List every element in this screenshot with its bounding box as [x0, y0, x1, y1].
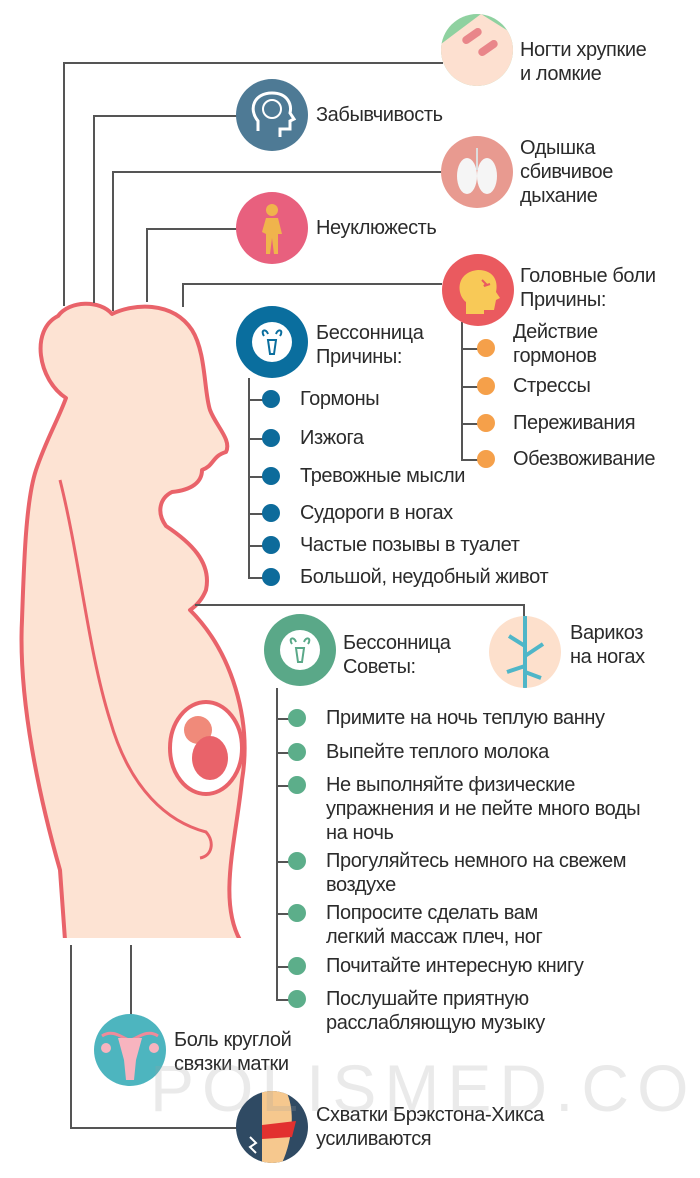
forgetfulness-label: Забывчивость [316, 104, 443, 126]
person-icon [236, 192, 308, 264]
bullet [477, 377, 495, 395]
bullet [477, 414, 495, 432]
varicose-veins-icon [489, 616, 561, 688]
insomnia-cause: Частые позывы в туалет [300, 534, 520, 556]
bullet [262, 429, 280, 447]
bullet [262, 390, 280, 408]
sheep-icon-tips [264, 614, 336, 686]
insomnia-cause: Большой, неудобный живот [300, 566, 549, 588]
bullet [288, 776, 306, 794]
uterus-icon [94, 1014, 166, 1086]
insomnia-cause: Судороги в ногах [300, 502, 453, 524]
headache-cause: Обезвоживание [513, 448, 656, 470]
bullet [288, 904, 306, 922]
bullet [262, 568, 280, 586]
brain-head-icon [236, 79, 308, 151]
bullet [288, 709, 306, 727]
bullet [262, 504, 280, 522]
lungs-icon [441, 136, 513, 208]
clumsiness-label: Неуклюжесть [316, 217, 437, 239]
insomnia-cause: Гормоны [300, 388, 380, 410]
watermark: POLISMED.COM [150, 1051, 700, 1125]
sheep-icon [236, 306, 308, 378]
bullet [477, 450, 495, 468]
bullet [262, 536, 280, 554]
headache-cause: Стрессы [513, 375, 591, 397]
insomnia-tip: Выпейте теплого молока [326, 741, 549, 763]
insomnia-tip: Примите на ночь теплую ванну [326, 707, 605, 729]
abdomen-pain-icon [236, 1091, 308, 1163]
bullet [262, 467, 280, 485]
bullet [288, 743, 306, 761]
headache-icon [442, 254, 514, 326]
fetus-icon [184, 716, 228, 780]
bullet [288, 990, 306, 1008]
bullet [477, 339, 495, 357]
nails-icon [441, 14, 513, 86]
insomnia-cause: Изжога [300, 427, 364, 449]
insomnia-tip: Почитайте интересную книгу [326, 955, 584, 977]
bullet [288, 852, 306, 870]
bullet [288, 957, 306, 975]
headache-cause: Переживания [513, 412, 636, 434]
insomnia-cause: Тревожные мысли [300, 465, 466, 487]
